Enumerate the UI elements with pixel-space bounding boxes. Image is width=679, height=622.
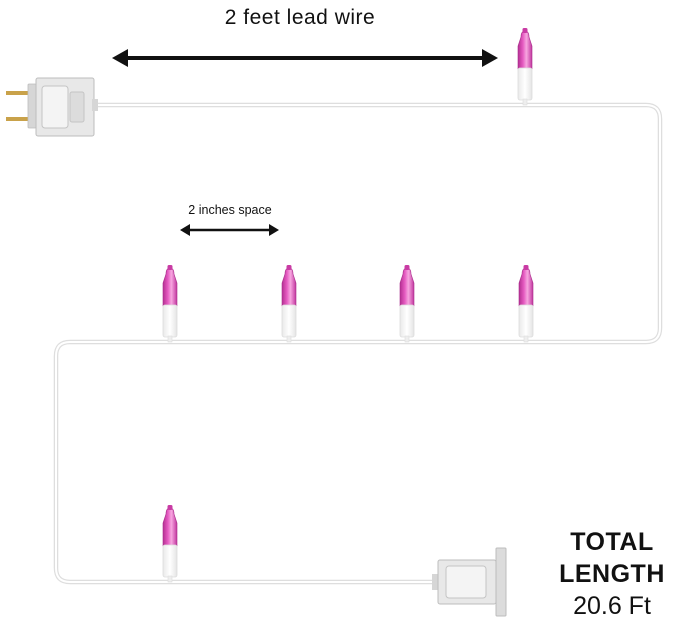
bulb-icon <box>162 264 178 343</box>
total-length-block: TOTAL LENGTH 20.6 Ft <box>548 526 676 622</box>
bulb-icon <box>281 264 297 343</box>
bulb-icon <box>399 264 415 343</box>
total-length-title-line1: TOTAL <box>570 528 654 556</box>
bulb-icon <box>518 264 534 343</box>
male-plug-icon <box>6 77 98 137</box>
wire <box>53 102 663 585</box>
total-length-value: 20.6 Ft <box>573 592 651 620</box>
spacing-arrow <box>180 224 279 236</box>
total-length-title-line2: LENGTH <box>559 560 665 588</box>
spacing-label: 2 inches space <box>188 203 272 217</box>
bulb-icon <box>162 504 178 583</box>
lead-wire-arrow <box>112 49 498 67</box>
bulb-group <box>162 27 534 583</box>
bulb-icon <box>517 27 533 106</box>
end-connector-icon <box>432 547 507 617</box>
lead-wire-label: 2 feet lead wire <box>224 6 376 29</box>
